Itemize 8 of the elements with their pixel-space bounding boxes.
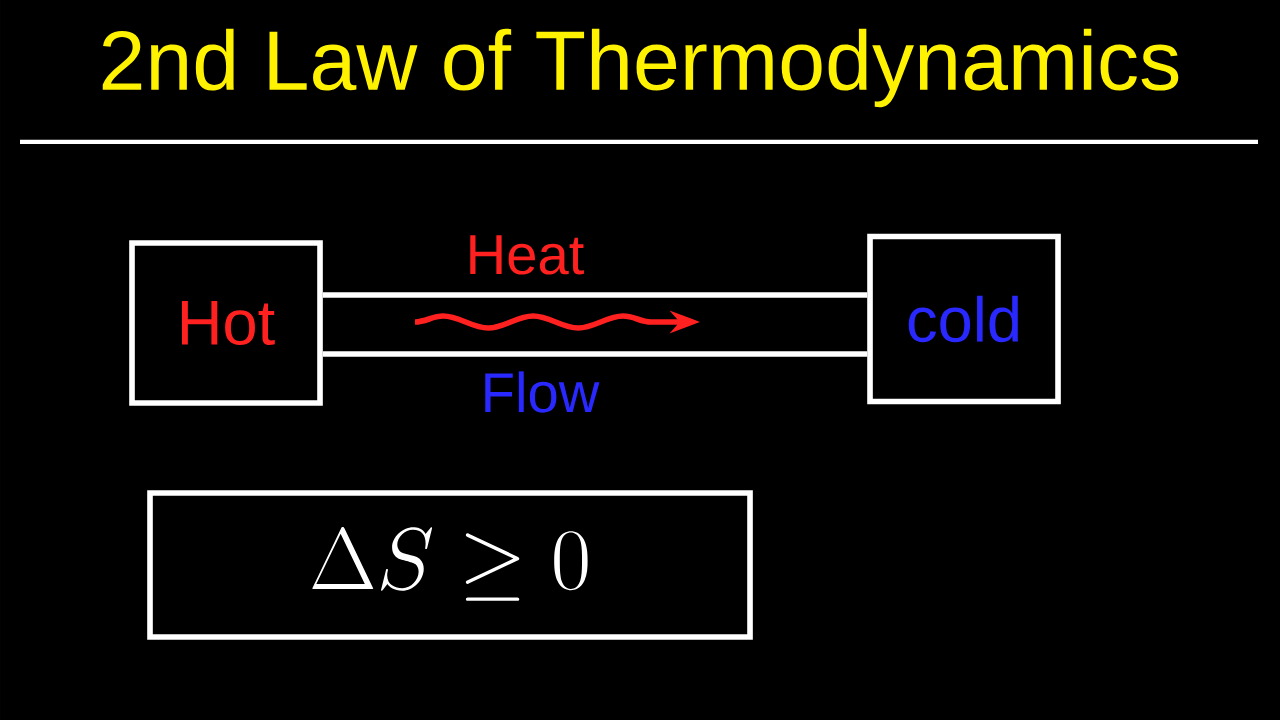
formula-box: $\Delta S \geq 0$ [147,490,753,640]
tube-line [322,351,868,357]
text-label: Heat [470,235,584,275]
tube-line [322,292,868,298]
text-label: Flow [485,371,600,413]
title: 2nd Law of Thermodynamics [102,28,1179,108]
cold-box: cold [867,233,1061,405]
hot-box: Hot [129,240,323,406]
